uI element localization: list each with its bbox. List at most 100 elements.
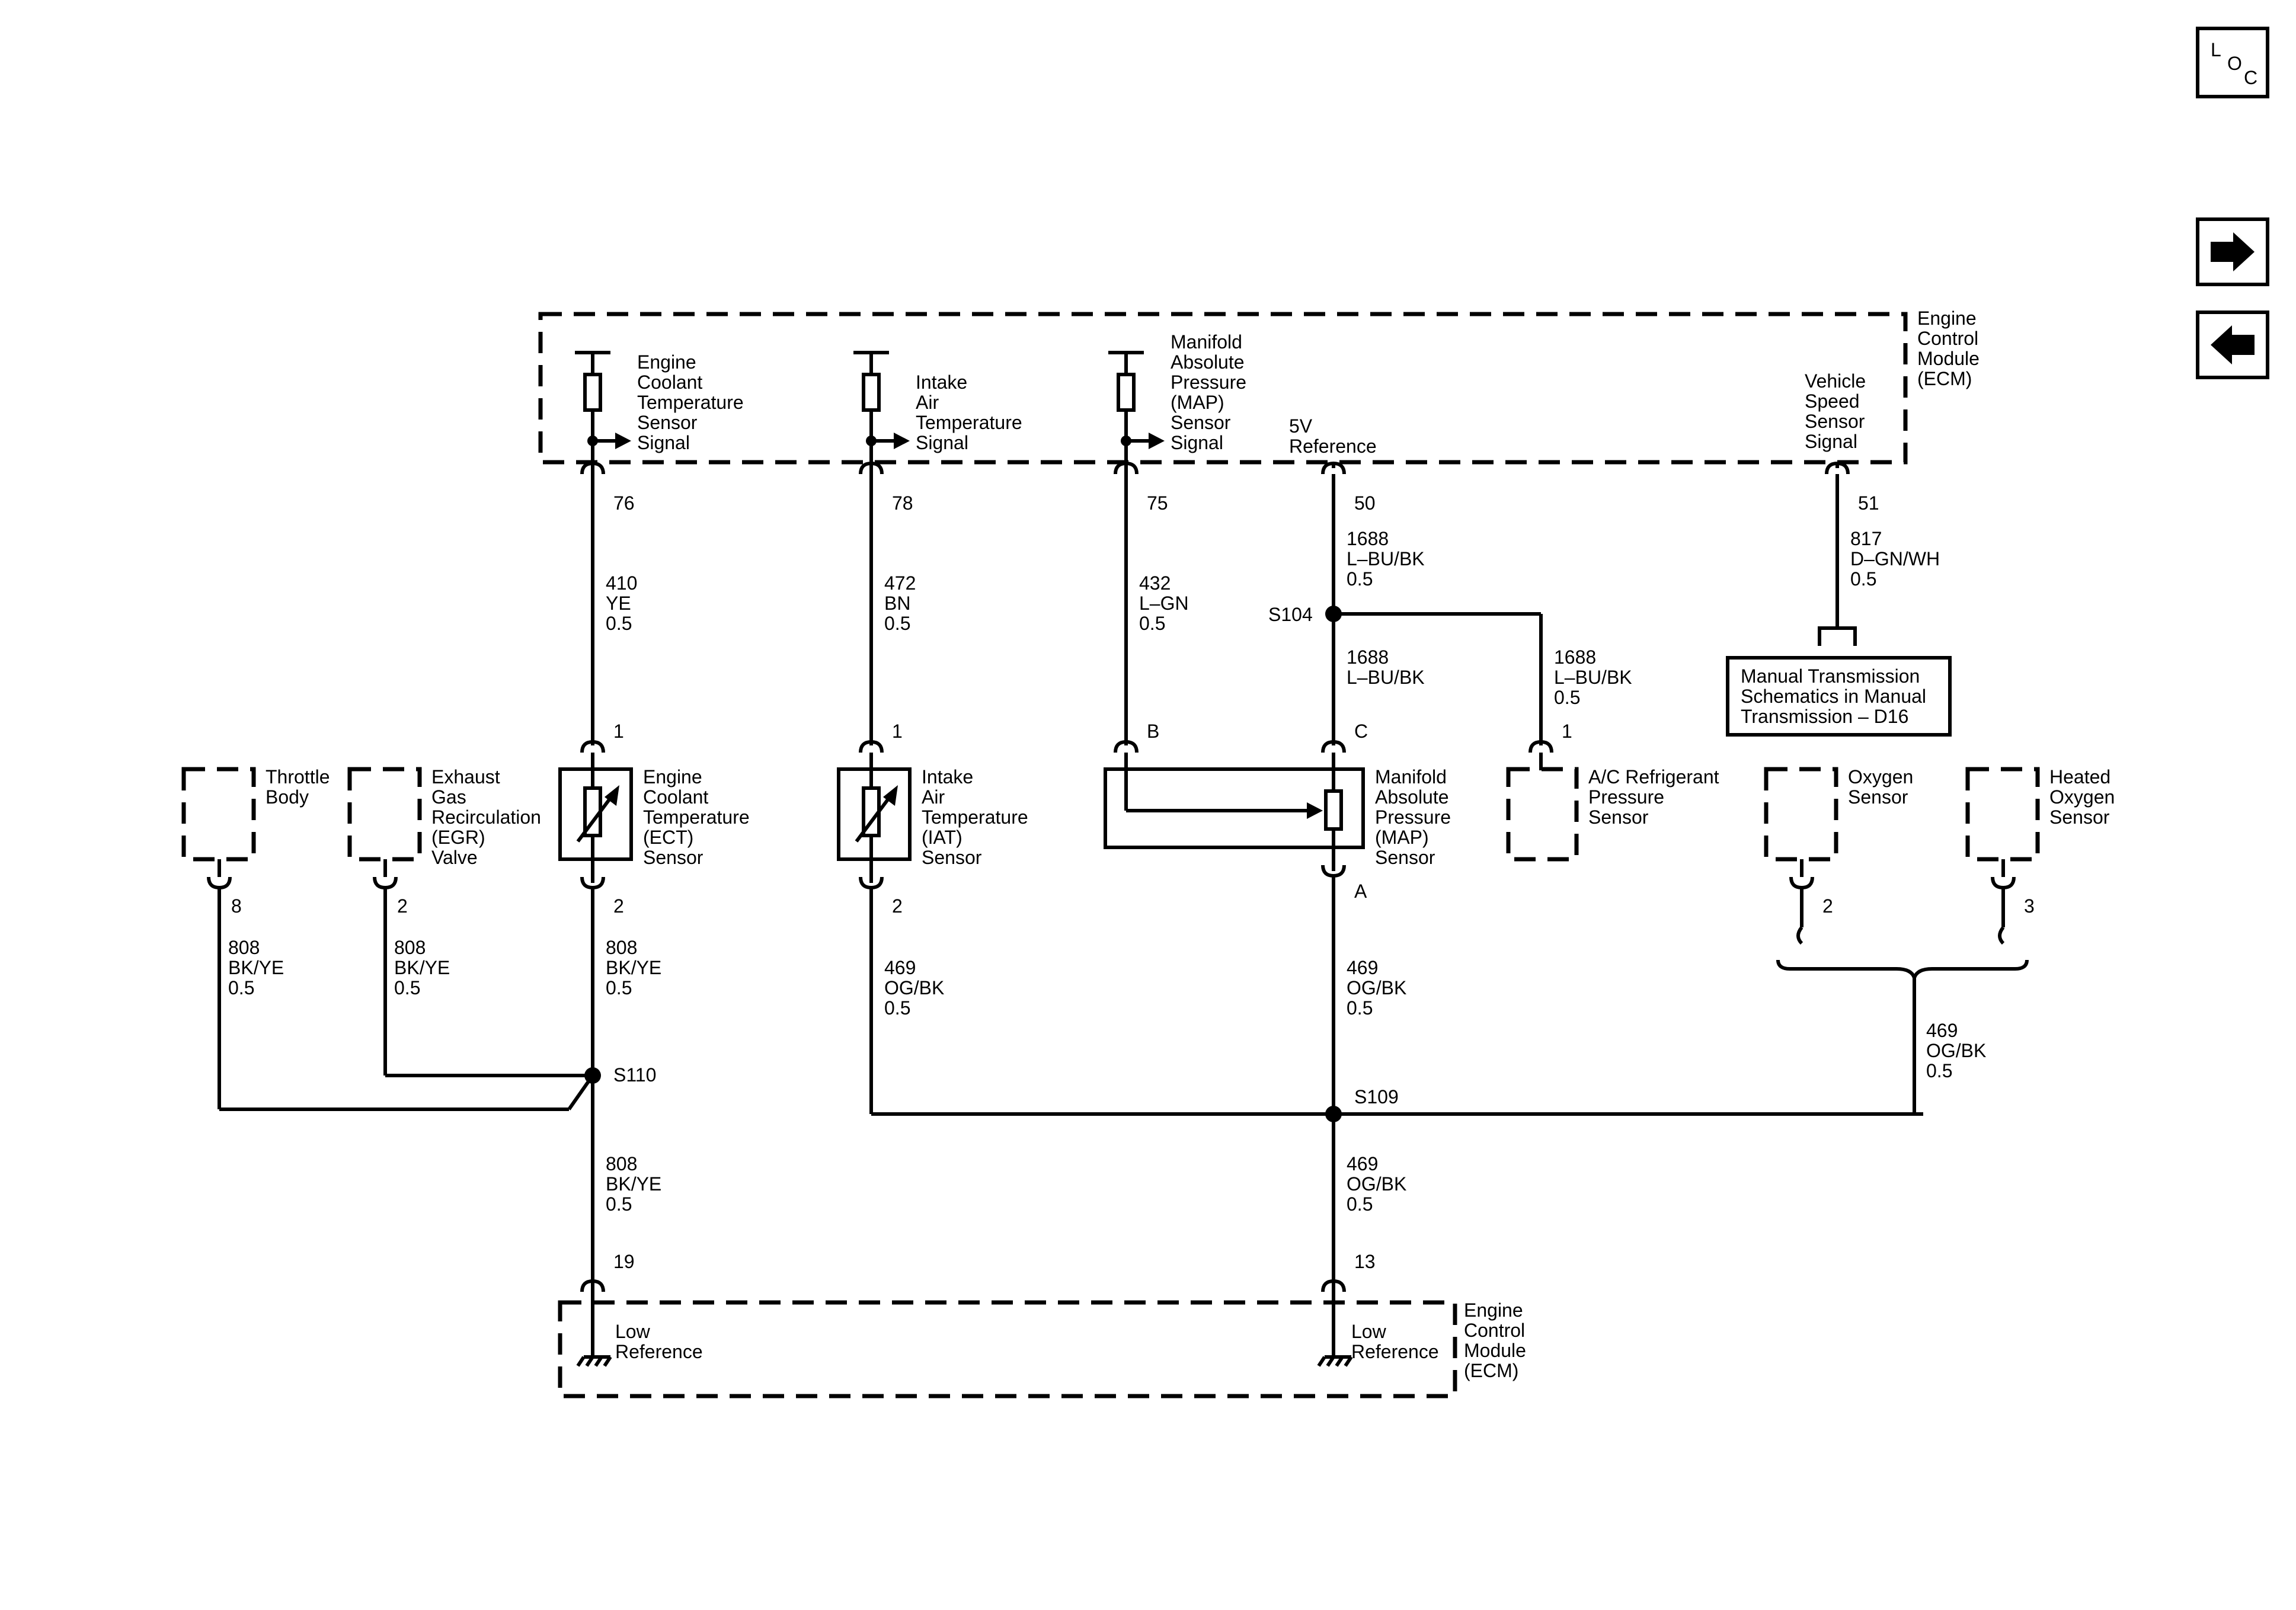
wire-label-469-iat: 469 OG/BK 0.5: [884, 957, 944, 1019]
svg-text:Air: Air: [916, 392, 939, 413]
low-reference-right-label: Low Reference: [1351, 1321, 1439, 1362]
ecm-iat-signal-label: Intake Air Temperature Signal: [916, 372, 1022, 453]
iat-sensor: [837, 753, 912, 883]
svg-text:0.5: 0.5: [1554, 687, 1580, 708]
svg-text:(ECT): (ECT): [643, 827, 693, 848]
svg-text:Module: Module: [1917, 348, 1980, 369]
svg-text:(IAT): (IAT): [922, 827, 962, 848]
ecm-5v-reference-label: 5V Reference: [1289, 415, 1377, 457]
svg-text:0.5: 0.5: [1850, 568, 1876, 590]
wire-label-1688-ac: 1688 L–BU/BK 0.5: [1554, 646, 1632, 708]
svg-text:Engine: Engine: [637, 351, 696, 373]
wire-label-808-low: 808 BK/YE 0.5: [606, 1153, 661, 1215]
svg-text:0.5: 0.5: [1347, 568, 1373, 590]
ecm-pin-19: 19: [613, 1251, 635, 1272]
svg-text:Reference: Reference: [615, 1341, 703, 1362]
heated-oxygen-sensor: [1965, 767, 2040, 890]
right-arrow-icon: [2211, 232, 2255, 271]
svg-text:Heated: Heated: [2049, 766, 2110, 788]
svg-text:Temperature: Temperature: [643, 806, 750, 828]
wire-label-808-ect: 808 BK/YE 0.5: [606, 937, 661, 998]
svg-text:0.5: 0.5: [884, 613, 910, 634]
svg-text:Coolant: Coolant: [643, 786, 708, 808]
svg-text:472: 472: [884, 572, 916, 594]
svg-text:Speed: Speed: [1805, 391, 1860, 412]
ecm-pin-50: 50: [1354, 492, 1376, 514]
ground-symbol-right: [1317, 1292, 1353, 1367]
forward-button[interactable]: [2196, 217, 2269, 286]
ecm-top-label: Engine Control Module (ECM): [1917, 308, 1980, 389]
wire-label-808-throttle: 808 BK/YE 0.5: [228, 937, 284, 998]
svg-text:Signal: Signal: [1805, 431, 1857, 452]
heated-oxygen-sensor-label: Heated Oxygen Sensor: [2049, 766, 2115, 828]
map-pin-a: A: [1354, 881, 1367, 902]
svg-text:0.5: 0.5: [1139, 613, 1165, 634]
svg-text:Engine: Engine: [1917, 308, 1977, 329]
svg-text:0.5: 0.5: [606, 1193, 632, 1215]
throttle-pin-8: 8: [231, 895, 242, 917]
svg-text:Coolant: Coolant: [637, 372, 702, 393]
svg-text:Sensor: Sensor: [643, 847, 703, 868]
ac-pressure-sensor: [1506, 753, 1579, 862]
wire-label-1688-mid: 1688 L–BU/BK: [1347, 646, 1425, 688]
ecm-pin-51: 51: [1858, 492, 1879, 514]
svg-text:Pressure: Pressure: [1171, 372, 1246, 393]
map-sensor: [1104, 753, 1365, 871]
wire-label-808-egr: 808 BK/YE 0.5: [394, 937, 450, 998]
svg-text:469: 469: [1926, 1020, 1958, 1041]
throttle-body-label: Throttle Body: [266, 766, 330, 808]
manual-trans-line-1: Manual Transmission: [1741, 665, 1920, 687]
ecm-ect-signal-circuit: [575, 351, 631, 474]
egr-valve-label: Exhaust Gas Recirculation (EGR) Valve: [431, 766, 541, 868]
svg-text:Gas: Gas: [431, 786, 466, 808]
svg-text:Intake: Intake: [916, 372, 967, 393]
map-sensor-label: Manifold Absolute Pressure (MAP) Sensor: [1375, 766, 1451, 868]
throttle-body: [181, 767, 256, 890]
egr-low-ref-wire: [383, 888, 593, 1077]
ect-pin-2: 2: [613, 895, 624, 917]
svg-text:L–BU/BK: L–BU/BK: [1347, 548, 1425, 569]
svg-text:Recirculation: Recirculation: [431, 806, 541, 828]
svg-text:Air: Air: [922, 786, 945, 808]
loc-button[interactable]: L O C: [2196, 27, 2269, 98]
low-reference-left-label: Low Reference: [615, 1321, 703, 1362]
svg-text:0.5: 0.5: [394, 977, 420, 998]
egr-valve: [347, 767, 422, 890]
wire-label-432: 432 L–GN 0.5: [1139, 572, 1189, 634]
svg-text:Sensor: Sensor: [1171, 412, 1231, 433]
iat-pin-2: 2: [892, 895, 903, 917]
svg-text:Sensor: Sensor: [2049, 806, 2110, 828]
oxygen-sensor: [1764, 767, 1838, 890]
ecm-ect-signal-label: Engine Coolant Temperature Sensor Signal: [637, 351, 744, 453]
svg-text:BN: BN: [884, 593, 910, 614]
back-button[interactable]: [2196, 311, 2269, 379]
splice-s104-label: S104: [1268, 604, 1313, 625]
o2-low-ref-wire: [1776, 888, 2029, 1114]
svg-text:(ECM): (ECM): [1917, 368, 1972, 389]
ground-symbol-left: [576, 1292, 612, 1367]
svg-text:Pressure: Pressure: [1588, 786, 1664, 808]
svg-text:Absolute: Absolute: [1171, 351, 1245, 373]
iat-low-ref-wire: [869, 888, 1923, 1116]
loc-letter-l: L: [2211, 39, 2221, 60]
svg-text:Sensor: Sensor: [1375, 847, 1435, 868]
svg-text:OG/BK: OG/BK: [884, 977, 944, 998]
svg-text:808: 808: [606, 937, 637, 958]
svg-text:OG/BK: OG/BK: [1347, 977, 1406, 998]
svg-text:Engine: Engine: [1464, 1299, 1523, 1321]
component-top-pins: [580, 740, 1553, 753]
manual-transmission-reference[interactable]: Manual Transmission Schematics in Manual…: [1726, 656, 1952, 737]
svg-text:469: 469: [1347, 957, 1378, 978]
ho2-pin-3: 3: [2024, 895, 2035, 917]
splice-s104: [1325, 606, 1342, 622]
wire-label-410: 410 YE 0.5: [606, 572, 637, 634]
wire-label-472: 472 BN 0.5: [884, 572, 916, 634]
ecm-pin-13: 13: [1354, 1251, 1376, 1272]
svg-text:L–BU/BK: L–BU/BK: [1554, 667, 1632, 688]
ect-sensor-label: Engine Coolant Temperature (ECT) Sensor: [643, 766, 750, 868]
ecm-map-signal-circuit: [1108, 351, 1165, 474]
svg-text:808: 808: [606, 1153, 637, 1174]
svg-text:0.5: 0.5: [1347, 1193, 1373, 1215]
svg-text:A/C Refrigerant: A/C Refrigerant: [1588, 766, 1719, 788]
svg-text:0.5: 0.5: [1347, 997, 1373, 1019]
